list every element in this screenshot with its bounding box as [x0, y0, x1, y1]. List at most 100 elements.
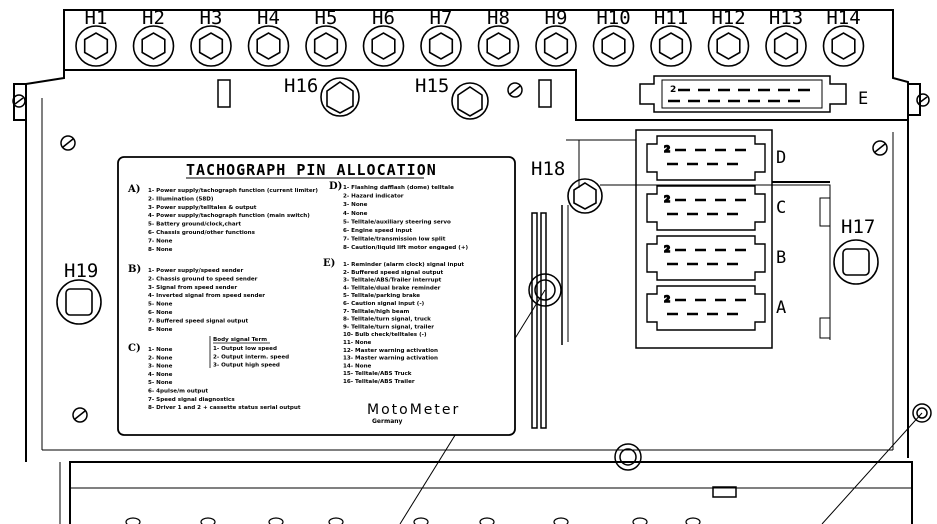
- pin-line: 8- None: [148, 247, 173, 253]
- section-a-lines: 1- Power supply/tachograph function (cur…: [148, 188, 318, 253]
- pin-line: 5- Battery ground/clock,chart: [148, 222, 241, 228]
- pin-line: 7- Telltale/transmission low split: [343, 237, 446, 243]
- pin-line: 5- Telltale/parking brake: [343, 293, 420, 299]
- pin-line: 6- Engine speed input: [343, 228, 412, 234]
- hole-h16: [320, 77, 360, 117]
- pin-line: 3- Signal from speed sender: [148, 285, 237, 291]
- pin-line: 6- 4pulse/m output: [148, 389, 208, 395]
- hole-label-h1: H1: [85, 7, 108, 29]
- section-b-id: B): [128, 264, 141, 275]
- screw-left-low: [72, 407, 88, 423]
- hole-label-h6: H6: [372, 7, 395, 29]
- hole-h6: [362, 25, 405, 67]
- connector-b-pin-marker: 2: [664, 245, 670, 255]
- hole-label-h18: H18: [531, 158, 565, 180]
- pin-line: 5- None: [148, 302, 173, 308]
- connector-d-pin-marker: 2: [664, 145, 670, 155]
- section-b-lines: 1- Power supply/speed sender 2- Chassis g…: [148, 268, 265, 333]
- pin-line: 2- Chassis ground to speed sender: [148, 276, 258, 282]
- c-box-lines: 1- Output low speed 2- Output interm. spe…: [213, 346, 289, 369]
- connector-e: [639, 75, 847, 113]
- pin-table-title: TACHOGRAPH PIN ALLOCATION: [186, 161, 437, 179]
- hole-label-h17: H17: [841, 216, 875, 238]
- hole-h2: [132, 25, 175, 67]
- hole-h19: [56, 279, 102, 325]
- c-box-line: 3- Output high speed: [213, 363, 280, 369]
- pin-line: 4- Telltale/dual brake reminder: [343, 285, 441, 291]
- c-box-line: 2- Output interm. speed: [213, 354, 289, 360]
- pin-line: 7- Buffered speed signal output: [148, 318, 248, 324]
- pin-line: 3- Telltale/ABS/Trailer interrupt: [343, 278, 442, 284]
- section-c-id: C): [128, 343, 141, 354]
- pin-line: 6- Caution signal input (-): [343, 301, 425, 307]
- pin-line: 3- None: [343, 202, 368, 208]
- connector-e-pin-marker: 2: [670, 85, 676, 95]
- c-box-head: Body signal Term: [213, 337, 267, 343]
- connector-label-d: D: [776, 148, 786, 168]
- pin-line: 9- Telltale/turn signal, trailer: [343, 324, 434, 330]
- pin-line: 2- Hazard indicator: [343, 194, 404, 200]
- slots: [217, 79, 737, 498]
- hole-h3: [190, 25, 232, 67]
- pin-line: 1- Reminder (alarm clock) signal input: [343, 262, 464, 268]
- pin-line: 15- Telltale/ABS Truck: [343, 371, 412, 377]
- hole-label-h11: H11: [654, 7, 688, 29]
- hole-label-h14: H14: [826, 7, 860, 29]
- pin-line: 4- None: [148, 372, 173, 378]
- hole-h14: [822, 25, 865, 67]
- hole-h17: [833, 239, 879, 285]
- pin-line: 8- Caution/liquid lift motor engaged (+): [343, 245, 469, 251]
- section-a-id: A): [127, 184, 141, 195]
- pin-line: 11- None: [343, 340, 372, 346]
- pin-line: 14- None: [343, 363, 372, 369]
- hole-label-h2: H2: [142, 7, 165, 29]
- hole-h9: [535, 25, 577, 67]
- connector-b: 2: [646, 235, 766, 281]
- hole-h4: [247, 25, 290, 67]
- hole-label-h16: H16: [284, 75, 318, 97]
- pin-line: 3- None: [148, 364, 173, 370]
- hole-label-h15: H15: [415, 75, 449, 97]
- pin-line: 7- None: [148, 238, 173, 244]
- pin-line: 8- Driver 1 and 2 + cassette status seri…: [148, 405, 301, 411]
- hole-h18: [567, 178, 603, 214]
- pin-line: 7- Speed signal diagnostics: [148, 397, 235, 403]
- section-c-term-box: Body signal Term 1- Output low speed 2- O…: [209, 336, 289, 369]
- pin-allocation-table: TACHOGRAPH PIN ALLOCATION A) 1- Power su…: [117, 156, 516, 436]
- hole-label-h5: H5: [315, 7, 338, 29]
- pin-line: 1- Power supply/speed sender: [148, 268, 243, 274]
- hole-label-h19: H19: [64, 260, 98, 282]
- hole-label-h8: H8: [487, 7, 510, 29]
- section-d-id: D): [329, 181, 342, 192]
- hole-h12: [707, 25, 750, 67]
- pin-line: 1- Flashing dafflash (dome) telltale: [343, 185, 454, 191]
- pin-line: 4- Power supply/tachograph function (mai…: [148, 213, 310, 219]
- hole-h1: [75, 25, 117, 67]
- hole-label-h12: H12: [711, 7, 745, 29]
- hole-h7: [420, 25, 462, 67]
- pin-line: 3- Power supply/telltales & output: [148, 205, 257, 211]
- pin-line: 4- Inverted signal from speed sender: [148, 293, 265, 299]
- top-holes: [75, 25, 865, 67]
- brand-logo: MotoMeter: [367, 402, 460, 418]
- hole-h5: [305, 25, 347, 67]
- hole-label-h7: H7: [430, 7, 453, 29]
- lower-housing-holes: [125, 517, 701, 524]
- section-e-lines: 1- Reminder (alarm clock) signal input2-…: [343, 262, 464, 385]
- connector-c: 2: [646, 185, 766, 231]
- pin-line: 1- None: [148, 347, 173, 353]
- pin-line: 13- Master warning activation: [343, 356, 438, 362]
- connector-label-c: C: [776, 198, 786, 218]
- hole-label-h10: H10: [596, 7, 630, 29]
- pin-line: 10- Bulb check/telltales (-): [343, 332, 427, 338]
- connector-d: 2: [646, 135, 766, 181]
- screw-bottom-center: [614, 443, 642, 471]
- hole-h11: [650, 25, 692, 67]
- c-box-line: 1- Output low speed: [213, 346, 277, 352]
- hole-label-h3: H3: [200, 7, 223, 29]
- connector-label-a: A: [776, 298, 786, 318]
- screw-left-mid: [60, 135, 76, 151]
- hole-h13: [765, 25, 807, 67]
